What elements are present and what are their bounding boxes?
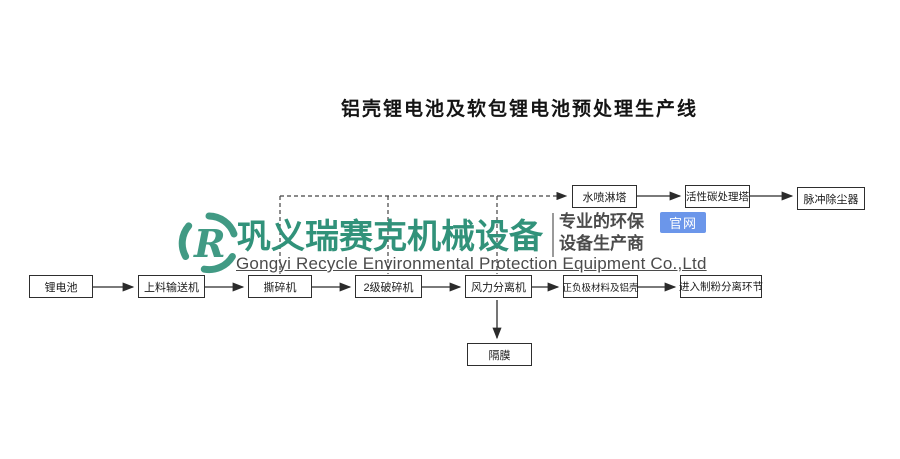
flow-node-activated-carbon-tower: 活性碳处理塔 [685,185,750,208]
flow-node-stage2-crusher: 2级破碎机 [355,275,422,298]
flow-node-pulse-dust-collector: 脉冲除尘器 [797,187,865,210]
page-title: 铝壳锂电池及软包锂电池预处理生产线 [341,99,699,120]
official-site-badge: 官网 [660,212,706,233]
recycle-r-swirl-icon: R [178,212,238,274]
flow-node-electrode-materials: 正负极材料及铝壳 [563,275,639,298]
brand-name-english: Gongyi Recycle Environmental Protection … [236,254,707,273]
flow-node-separator-film: 隔膜 [467,343,532,366]
brand-tagline-line2: 设备生产商 [559,234,644,253]
flow-node-powder-separation: 进入制粉分离环节 [679,275,763,298]
flow-node-lithium-battery: 锂电池 [29,275,93,298]
brand-name-chinese: 巩义瑞赛克机械设备 [237,218,543,256]
flow-node-water-spray-tower: 水喷淋塔 [572,185,637,208]
brand-tagline: 专业的环保 设备生产商 [559,211,644,255]
flow-node-air-separator: 风力分离机 [465,275,532,298]
flow-node-shredder: 撕碎机 [248,275,312,298]
svg-text:R: R [193,221,226,266]
flow-node-feeding-conveyor: 上料输送机 [138,275,205,298]
brand-divider [552,213,554,257]
brand-tagline-line1: 专业的环保 [559,212,644,231]
